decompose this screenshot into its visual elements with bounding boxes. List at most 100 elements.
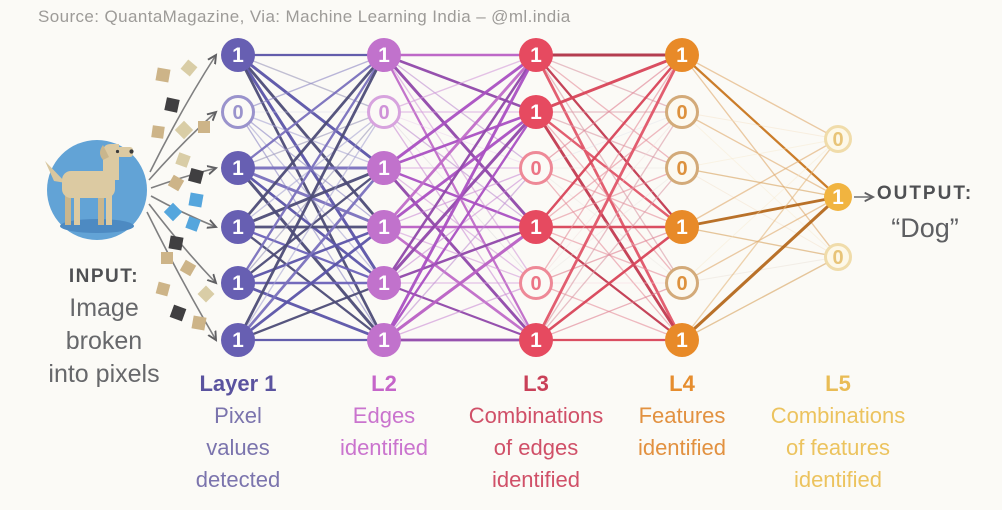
edge-L4-L5: [681, 111, 839, 258]
node-L4-5: 0: [665, 266, 699, 300]
edge-L1-L2: [236, 53, 386, 342]
pixel-square: [161, 252, 173, 264]
input-arrow: [150, 168, 216, 189]
pixel-square: [151, 125, 165, 139]
source-caption: Source: QuantaMagazine, Via: Machine Lea…: [38, 7, 571, 26]
pixel-square: [185, 216, 201, 232]
node-L2-3: 1: [367, 151, 401, 185]
node-L1-5: 1: [221, 266, 255, 300]
node-value: 1: [378, 44, 390, 67]
node-value: 1: [832, 186, 844, 209]
edge-L2-L3: [383, 54, 537, 113]
edge-L2-L3: [382, 53, 538, 229]
edge-L4-L5: [681, 111, 839, 140]
input-line: broken: [65, 327, 143, 355]
node-value: 1: [676, 216, 688, 239]
edge-L4-L5: [680, 195, 840, 342]
edge-L4-L5: [681, 54, 839, 140]
node-L5-3: 0: [824, 243, 852, 271]
edge-L3-L4: [535, 282, 683, 341]
dog-eye: [115, 149, 120, 154]
input-line: into pixels: [48, 360, 160, 388]
node-value: 1: [378, 272, 390, 295]
layer-title-L4: L4: [669, 371, 695, 396]
pixel-square: [174, 120, 194, 140]
pixel-square: [197, 285, 215, 303]
node-value: 0: [530, 273, 541, 295]
layer-caption-line: identified: [491, 467, 581, 492]
pixel-square: [163, 202, 183, 222]
edge-L1-L2: [236, 53, 386, 285]
input-arrow: [148, 112, 216, 181]
layer-title-L2: L2: [371, 371, 397, 396]
node-value: 1: [232, 272, 244, 295]
pixel-square: [168, 235, 184, 251]
node-L5-1: 0: [824, 125, 852, 153]
node-value: 0: [676, 273, 687, 295]
pixel-square: [180, 59, 198, 77]
edge-L3-L4: [534, 53, 684, 114]
layer-title-L3: L3: [523, 371, 549, 396]
pixel-square: [167, 174, 185, 192]
node-L4-3: 0: [665, 151, 699, 185]
edge-L4-L5: [681, 256, 839, 341]
node-value: 0: [232, 102, 243, 124]
node-L3-1: 1: [519, 38, 553, 72]
node-L4-6: 1: [665, 323, 699, 357]
edge-L1-L2: [236, 225, 386, 342]
node-value: 0: [832, 247, 843, 269]
pixel-square: [198, 121, 210, 133]
node-value: 1: [378, 216, 390, 239]
edge-L2-L3: [383, 282, 537, 341]
node-value: 0: [676, 102, 687, 124]
dog-nose: [129, 149, 134, 154]
output-label-block: OUTPUT: “Dog”: [874, 183, 976, 244]
layer-caption-line: values: [206, 435, 270, 460]
pixel-square: [155, 281, 171, 297]
node-value: 1: [232, 216, 244, 239]
pixel-square: [169, 304, 187, 322]
pixel-square: [191, 315, 207, 331]
node-value: 1: [530, 329, 542, 352]
edge-L3-L4: [535, 167, 683, 341]
layer-caption-line: Combinations: [770, 403, 906, 428]
edge-L1-L2: [236, 53, 386, 229]
layer-caption-line: of edges: [493, 435, 579, 460]
edge-L3-L4: [535, 54, 683, 284]
pixel-square: [155, 67, 171, 83]
pixel-square: [164, 97, 180, 113]
node-value: 0: [676, 158, 687, 180]
input-title: INPUT:: [68, 266, 140, 287]
node-L2-2: 0: [367, 95, 401, 129]
input-arrow: [150, 195, 216, 227]
node-L3-2: 1: [519, 95, 553, 129]
pixel-square: [175, 152, 191, 168]
edge-L2-L3: [382, 53, 538, 342]
pixel-square: [188, 192, 204, 208]
node-L1-3: 1: [221, 151, 255, 185]
node-L4-4: 1: [665, 210, 699, 244]
node-L2-6: 1: [367, 323, 401, 357]
edge-L3-L4: [534, 225, 684, 342]
node-value: 1: [378, 329, 390, 352]
edge-L2-L3: [382, 53, 538, 170]
node-value: 1: [530, 216, 542, 239]
edge-L3-L4: [535, 54, 683, 169]
edge-L4-L5: [681, 111, 839, 198]
edge-L2-L3: [382, 110, 538, 342]
input-arrows: [146, 55, 216, 340]
node-value: 1: [676, 329, 688, 352]
input-arrow: [149, 55, 216, 173]
node-value: 0: [378, 102, 389, 124]
layer-caption-line: detected: [195, 467, 281, 492]
edge-L2-L3: [382, 53, 538, 285]
node-L3-6: 1: [519, 323, 553, 357]
pixel-square: [179, 259, 197, 277]
